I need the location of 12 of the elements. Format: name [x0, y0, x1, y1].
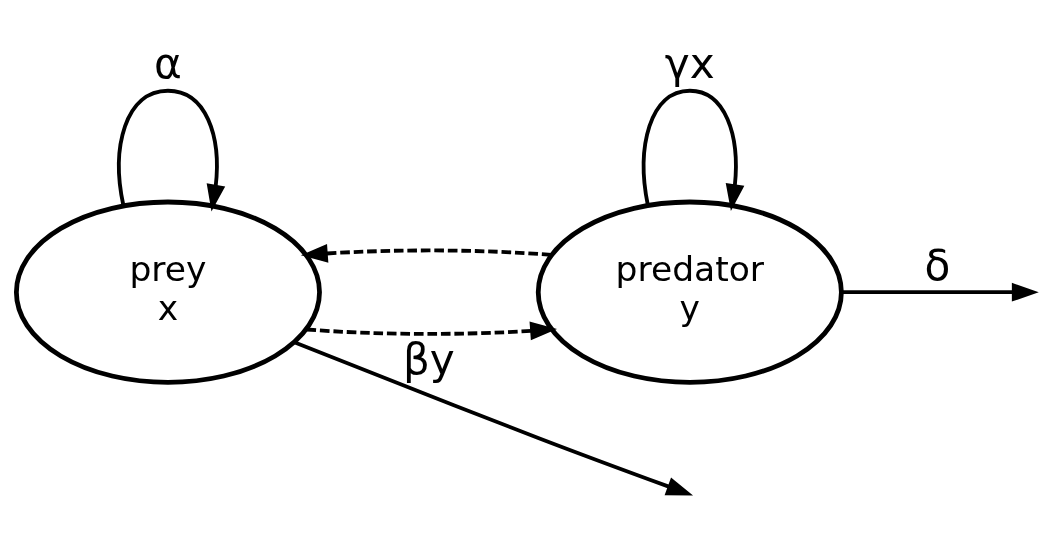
node-ellipse: prey x: [13, 199, 322, 385]
arrow: [641, 88, 745, 211]
arrow: [841, 282, 1039, 302]
edge-label: βy: [402, 334, 455, 384]
arrow: [294, 340, 694, 496]
node-ellipse: predator y: [535, 199, 844, 385]
arrow: [300, 243, 552, 263]
edge-label: γx: [664, 38, 715, 88]
edge-label: δ: [924, 240, 951, 290]
arrow: [117, 88, 226, 211]
edge-label: α: [154, 38, 182, 88]
arrow: [306, 321, 558, 340]
